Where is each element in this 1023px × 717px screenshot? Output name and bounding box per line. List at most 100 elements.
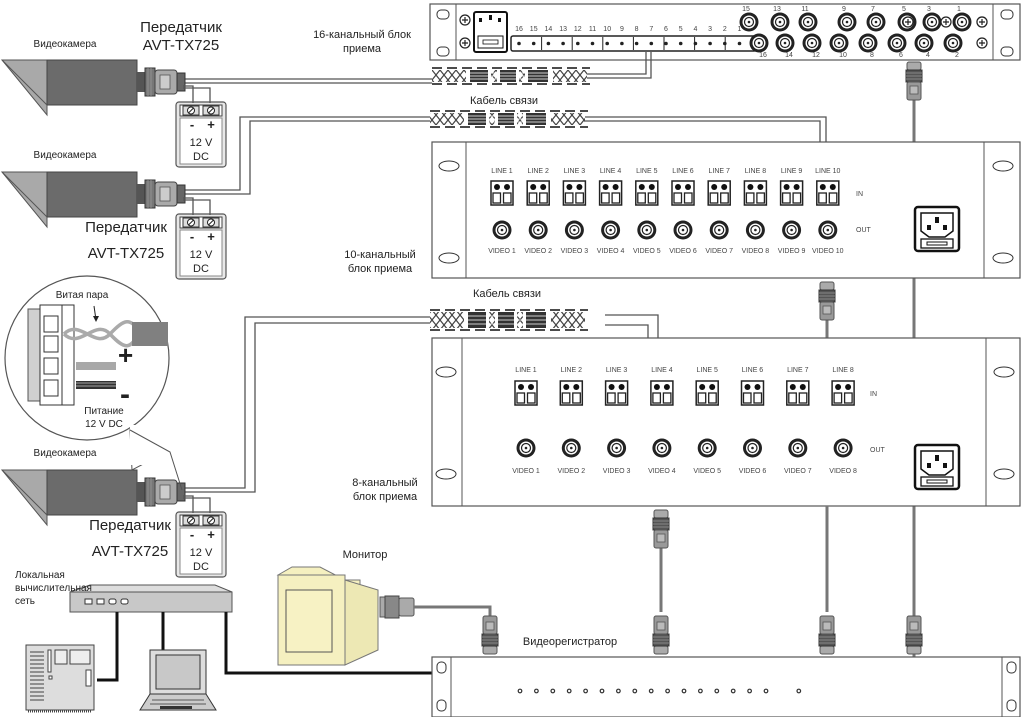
line-label: LINE 2 [561, 367, 583, 374]
bnc-port [951, 11, 973, 33]
dvr-led-indicator [534, 688, 539, 694]
receiver10-label: 10-канальный [344, 249, 416, 261]
bnc-port [942, 32, 964, 54]
bnc-port [828, 32, 850, 54]
terminal-screw [517, 41, 521, 46]
dvr-led-indicator [599, 688, 605, 694]
line-label: LINE 5 [636, 168, 658, 175]
power-voltage-label: 12 V DC [85, 419, 123, 430]
terminal-number: 7 [649, 26, 653, 33]
camera-label: Видеокамера [34, 150, 97, 161]
psu-plus: + [207, 229, 215, 244]
terminal-number: 4 [693, 26, 697, 33]
bnc-number: 11 [801, 6, 808, 13]
terminal-screw [546, 41, 551, 46]
psu-type: DC [193, 263, 209, 275]
receiver16-label-2: приема [343, 43, 382, 55]
dvr-led-indicator [763, 688, 769, 694]
video-label: VIDEO 3 [603, 468, 631, 475]
line-input-terminal [671, 180, 695, 206]
receiver10-label-2: блок приема [348, 263, 413, 275]
terminal-screw [634, 41, 639, 46]
video-label: VIDEO 2 [557, 468, 585, 475]
video-output-bnc [528, 219, 549, 241]
terminal-screw [678, 41, 683, 46]
bnc-port [738, 11, 760, 33]
line-label: LINE 8 [832, 367, 854, 374]
line-input-terminal [650, 380, 674, 406]
transmitter-model: AVT-TX725 [88, 245, 164, 262]
video-label: VIDEO 1 [488, 248, 516, 255]
video-label: VIDEO 8 [829, 468, 857, 475]
line-label: LINE 2 [527, 168, 549, 175]
bnc-number: 10 [839, 52, 847, 59]
terminal-number: 12 [574, 26, 582, 33]
out-label: OUT [856, 227, 872, 234]
out-label: OUT [870, 447, 886, 454]
terminal-number: 13 [559, 26, 567, 33]
video-output-bnc [606, 437, 627, 459]
video-output-bnc [564, 219, 585, 241]
video-output-bnc [832, 437, 854, 459]
line-label: LINE 3 [564, 168, 586, 175]
bnc-number: 2 [955, 52, 959, 59]
terminal-number: 1 [738, 26, 742, 33]
line-label: LINE 9 [781, 168, 803, 175]
line-input-terminal [743, 180, 768, 206]
psu-plus: + [207, 527, 215, 542]
bnc-number: 14 [785, 52, 793, 59]
dvr-led-indicator [648, 688, 654, 694]
network-switch [69, 584, 233, 613]
rack-ear-hole [1000, 9, 1014, 20]
video-label: VIDEO 9 [778, 248, 806, 255]
line-label: LINE 8 [745, 168, 767, 175]
bnc-number: 15 [742, 6, 750, 13]
bnc-port [774, 32, 796, 54]
line-input-terminal [707, 180, 731, 206]
video-label: VIDEO 5 [693, 468, 721, 475]
dvr-label: Видеорегистратор [523, 636, 617, 648]
video-output-bnc [561, 437, 582, 459]
comm-cable-2 [430, 110, 588, 128]
dvr-led-indicator [730, 688, 736, 694]
video-label: VIDEO 4 [648, 468, 676, 475]
terminal-strip-16 [510, 35, 757, 52]
connection-detail-callout [4, 275, 183, 491]
lan-label-1: Локальная [15, 570, 65, 581]
transmitter-title: Передатчик [85, 219, 167, 236]
comm-cable-1 [432, 67, 590, 85]
dvr-led-indicator [698, 688, 703, 694]
bnc-number: 12 [812, 52, 820, 59]
dvr-led-indicator [583, 688, 588, 694]
line-input-terminal [526, 180, 550, 206]
psu-plus: + [207, 117, 215, 132]
dvr-led-indicator [616, 688, 621, 694]
dvr-led-indicator [665, 688, 670, 694]
bnc-number: 13 [773, 6, 781, 13]
dvr [431, 656, 1021, 717]
dvr-led-indicator [714, 688, 720, 694]
receiver16-label: 16-канальный блок [313, 29, 411, 41]
monitor [276, 566, 415, 666]
dvr-led-indicator [681, 688, 687, 694]
terminal-number: 15 [530, 26, 538, 33]
terminal-screw [620, 41, 624, 46]
bnc-number: 3 [927, 6, 931, 13]
camera-1 [1, 59, 227, 168]
video-output-bnc [491, 219, 513, 241]
psu-minus: - [190, 117, 194, 132]
psu-minus: - [190, 527, 194, 542]
psu-voltage: 12 V [190, 547, 213, 559]
line-label: LINE 6 [672, 168, 694, 175]
video-label: VIDEO 6 [669, 248, 697, 255]
bnc-port [886, 32, 908, 54]
bnc-port [801, 32, 823, 54]
line-input-terminal [695, 380, 719, 406]
line-label: LINE 10 [815, 168, 840, 175]
bnc-port [836, 11, 858, 33]
video-label: VIDEO 2 [524, 248, 552, 255]
camera-label: Видеокамера [34, 39, 97, 50]
psu-minus: - [190, 229, 194, 244]
